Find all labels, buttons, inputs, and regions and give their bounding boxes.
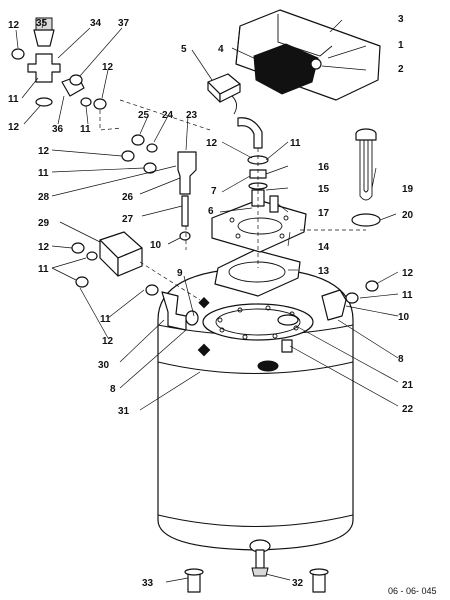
callout-34: 34 [90,18,102,29]
control-box-housing [235,9,381,101]
foot-right [309,568,329,593]
callout-37: 37 [118,18,130,29]
callout-36: 36 [52,124,64,135]
callout-28: 28 [38,192,50,203]
callout-11-center: 11 [290,138,301,149]
flange-plate [211,199,307,253]
callout-24: 24 [162,110,174,121]
callout-12-top: 12 [8,20,20,31]
callout-19: 19 [402,184,414,195]
callout-16: 16 [318,162,330,173]
callout-1: 1 [398,40,404,51]
callout-2: 2 [398,64,404,75]
curved-pipe [237,117,263,149]
callout-10-right: 10 [398,312,410,323]
callout-11-right: 11 [402,290,413,301]
sight-hole [257,360,279,372]
callout-4: 4 [218,44,224,55]
callout-30: 30 [98,360,110,371]
callout-11-valve: 11 [8,94,19,105]
callout-29: 29 [38,218,50,229]
callout-21: 21 [402,380,414,391]
drain-valve [249,539,271,577]
seal-ring [351,213,381,227]
marker-diamond-upper [198,297,210,309]
callout-26: 26 [122,192,134,203]
callout-3: 3 [398,14,404,25]
central-fittings [247,155,279,213]
tank-body [157,267,354,551]
callout-12-lower: 12 [102,336,114,347]
callout-20: 20 [402,210,414,221]
callout-25: 25 [138,110,150,121]
callout-14: 14 [318,242,330,253]
callout-32: 32 [292,578,304,589]
left-connection [161,291,199,331]
callout-35: 35 [36,18,48,29]
callout-23: 23 [186,110,198,121]
drawing-reference-code: 06 - 06- 045 [388,586,437,596]
callout-12-right: 12 [402,268,414,279]
callout-15: 15 [318,184,330,195]
marker-diamond-lower [197,343,211,357]
callout-13: 13 [318,266,330,277]
foot-left [184,568,204,593]
callout-9: 9 [177,268,183,279]
callout-11-valve-right: 11 [80,124,91,135]
callout-12-box: 12 [38,242,50,253]
callout-12-valve: 12 [8,122,20,133]
callout-5: 5 [181,44,187,55]
thermostat-unit [207,73,241,115]
callout-17: 17 [318,208,330,219]
alignment-lines [99,99,366,301]
callout-33: 33 [142,578,154,589]
callout-6: 6 [208,206,214,217]
leader-lines [15,19,399,583]
callout-12-valve-right: 12 [102,62,114,73]
callout-8-left: 8 [110,384,116,395]
callout-7: 7 [211,186,217,197]
callout-22: 22 [402,404,414,415]
callout-27: 27 [122,214,134,225]
callout-11-left: 11 [38,168,49,179]
junction-box [71,231,159,296]
right-connection [321,280,379,321]
gasket-ring [214,249,301,297]
callout-10-left: 10 [150,240,162,251]
callout-labels: 1 2 3 4 5 6 7 8 8 9 10 10 11 11 11 11 11… [8,14,414,589]
callout-12-left: 12 [38,146,50,157]
callout-11-lower: 11 [100,314,111,325]
callout-8-right: 8 [398,354,404,365]
top-flange-bolt-holes [217,305,299,340]
callout-31: 31 [118,406,130,417]
safety-valve-assembly [11,17,107,110]
heating-element [355,128,377,201]
left-fittings [121,134,197,241]
callout-12-center: 12 [206,138,218,149]
callout-11-box: 11 [38,264,49,275]
anode-fittings [277,314,299,353]
